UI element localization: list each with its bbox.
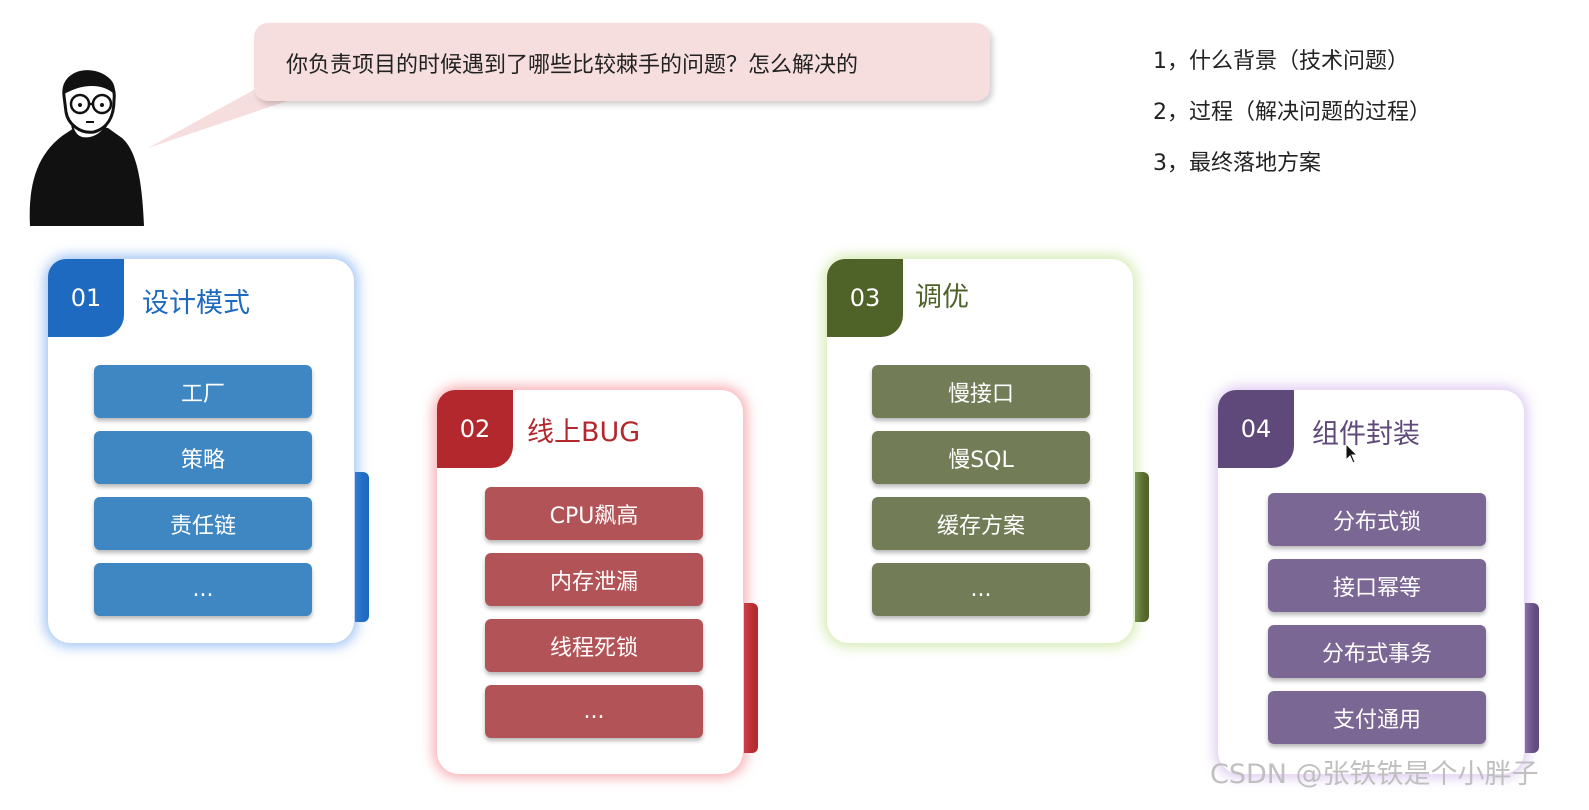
list-item[interactable]: 慢接口 bbox=[872, 365, 1090, 418]
step-item: 3，最终落地方案 bbox=[1153, 151, 1321, 176]
card-number-tag: 02 bbox=[437, 390, 513, 468]
list-item[interactable]: 责任链 bbox=[94, 497, 312, 550]
card-title: 设计模式 bbox=[142, 288, 250, 319]
card-number-tag: 03 bbox=[827, 259, 903, 337]
card-tuning: 03 调优 慢接口 慢SQL 缓存方案 ... bbox=[827, 259, 1133, 643]
watermark-text: CSDN @张铁铁是个小胖子 bbox=[1210, 759, 1539, 790]
list-item[interactable]: 策略 bbox=[94, 431, 312, 484]
list-item[interactable]: 工厂 bbox=[94, 365, 312, 418]
list-item[interactable]: ... bbox=[94, 563, 312, 616]
list-item[interactable]: ... bbox=[485, 685, 703, 738]
list-item[interactable]: ... bbox=[872, 563, 1090, 616]
card-side-bar bbox=[355, 472, 369, 622]
list-item[interactable]: 内存泄漏 bbox=[485, 553, 703, 606]
card-title: 调优 bbox=[915, 282, 969, 313]
list-item[interactable]: 缓存方案 bbox=[872, 497, 1090, 550]
list-item[interactable]: 接口幂等 bbox=[1268, 559, 1486, 612]
list-item[interactable]: 分布式事务 bbox=[1268, 625, 1486, 678]
list-item[interactable]: 分布式锁 bbox=[1268, 493, 1486, 546]
answer-steps-list: 1，什么背景（技术问题） 2，过程（解决问题的过程） 3，最终落地方案 bbox=[1153, 46, 1431, 199]
card-side-bar bbox=[1525, 603, 1539, 753]
person-avatar-icon bbox=[29, 70, 144, 226]
card-design-patterns: 01 设计模式 工厂 策略 责任链 ... bbox=[48, 259, 354, 643]
card-online-bugs: 02 线上BUG CPU飙高 内存泄漏 线程死锁 ... bbox=[437, 390, 743, 774]
list-item[interactable]: 支付通用 bbox=[1268, 691, 1486, 744]
card-number-tag: 04 bbox=[1218, 390, 1294, 468]
step-item: 1，什么背景（技术问题） bbox=[1153, 49, 1409, 74]
card-title: 组件封装 bbox=[1312, 419, 1420, 450]
list-item[interactable]: 线程死锁 bbox=[485, 619, 703, 672]
card-number-tag: 01 bbox=[48, 259, 124, 337]
step-item: 2，过程（解决问题的过程） bbox=[1153, 100, 1431, 125]
speech-bubble: 你负责项目的时候遇到了哪些比较棘手的问题？怎么解决的 bbox=[254, 23, 990, 101]
list-item[interactable]: 慢SQL bbox=[872, 431, 1090, 484]
card-side-bar bbox=[1135, 472, 1149, 622]
card-title: 线上BUG bbox=[527, 417, 641, 448]
card-side-bar bbox=[744, 603, 758, 753]
mouse-cursor-icon bbox=[1345, 443, 1359, 464]
card-component-packaging: 04 组件封装 分布式锁 接口幂等 分布式事务 支付通用 bbox=[1218, 390, 1524, 774]
question-text: 你负责项目的时候遇到了哪些比较棘手的问题？怎么解决的 bbox=[286, 53, 859, 78]
list-item[interactable]: CPU飙高 bbox=[485, 487, 703, 540]
